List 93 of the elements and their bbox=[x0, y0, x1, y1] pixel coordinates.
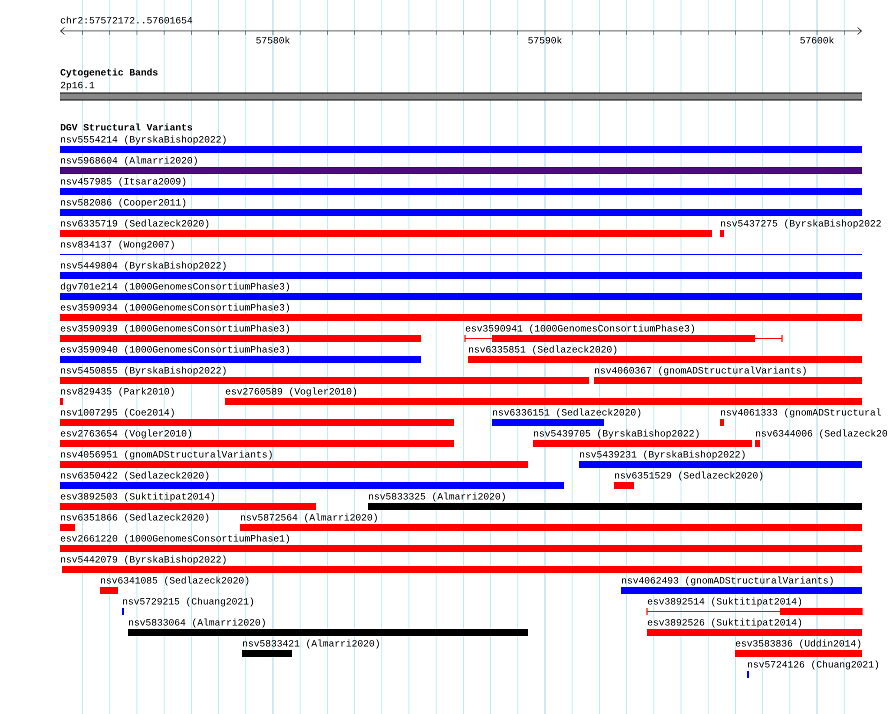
node-label: nsv5449804 (ByrskaBishop2022) bbox=[61, 262, 226, 270]
node-label: nsv6351529 (Sedlazeck2020) bbox=[615, 472, 762, 480]
variant-bar: nsv457985 (Itsara2009) bbox=[60, 178, 862, 195]
variant-bar: nsv5729215 (Chuang2021) bbox=[122, 598, 254, 615]
variant-bar: esv2763654 (Vogler2010) bbox=[60, 430, 454, 447]
variant-bar: nsv6341085 (Sedlazeck2020) bbox=[100, 576, 248, 594]
node-label: nsv1007295 (Coe2014) bbox=[61, 408, 174, 418]
node-label: nsv6351866 (Sedlazeck2020) bbox=[61, 514, 208, 522]
variant-bar: nsv829435 (Park2010) bbox=[60, 388, 174, 405]
node-label: nsv5729215 (Chuang2021) bbox=[123, 598, 254, 606]
node-label: nsv6336151 (Sedlazeck2020) bbox=[493, 408, 640, 418]
node-label: nsv5450855 (ByrskaBishop2022) bbox=[61, 366, 226, 376]
node-label: nsv5439231 (ByrskaBishop2022) bbox=[580, 450, 745, 460]
node-label: esv3583836 (Uddin2014) bbox=[736, 640, 860, 648]
variant-bar: dgv701e214 (1000GenomesConsortiumPhase3) bbox=[60, 282, 862, 300]
variant-bar: nsv4062493 (gnomADStructuralVariants) bbox=[621, 576, 862, 594]
node-label: esv3892503 (Suktitipat2014) bbox=[60, 492, 214, 502]
node-label: nsv5872564 (Almarri2020) bbox=[241, 514, 377, 522]
variant-bar: nsv6336151 (Sedlazeck2020) bbox=[492, 408, 640, 426]
variant-bar: esv3892526 (Suktitipat2014) bbox=[647, 618, 862, 636]
variant-bar: nsv5439231 (ByrskaBishop2022) bbox=[579, 450, 862, 468]
node-label: nsv457985 (Itsara2009) bbox=[61, 178, 186, 186]
node-label: esv2760589 (Vogler2010) bbox=[226, 388, 356, 396]
variant-bar: nsv5439705 (ByrskaBishop2022) bbox=[533, 430, 752, 447]
variant-bar: esv3590941 (1000GenomesConsortiumPhase3) bbox=[464, 324, 783, 342]
variant-bar: esv3590934 (1000GenomesConsortiumPhase3) bbox=[60, 304, 862, 321]
node-label: 2p16.1 bbox=[60, 82, 94, 90]
variant-bar: esv3892514 (Suktitipat2014) bbox=[646, 598, 863, 615]
node-label: nsv4062493 (gnomADStructuralVariants) bbox=[622, 576, 833, 586]
node-label: esv3590940 (1000GenomesConsortiumPhase3) bbox=[60, 346, 289, 354]
variant-bar: nsv6335719 (Sedlazeck2020) bbox=[60, 220, 712, 237]
variant-bar: nsv5554214 (ByrskaBishop2022) bbox=[60, 136, 862, 153]
variant-bar: nsv6351866 (Sedlazeck2020) bbox=[60, 514, 208, 531]
variant-bar: nsv5872564 (Almarri2020) bbox=[240, 514, 862, 531]
variant-bar: nsv5833325 (Almarri2020) bbox=[368, 492, 862, 510]
track-heading: Cytogenetic Bands bbox=[60, 68, 158, 78]
variant-bar: nsv6351529 (Sedlazeck2020) bbox=[614, 472, 762, 489]
variant-bar: nsv5724126 (Chuang2021) bbox=[747, 660, 878, 678]
variant-bar: esv3590940 (1000GenomesConsortiumPhase3) bbox=[60, 346, 421, 363]
track-heading: DGV Structural Variants bbox=[60, 123, 192, 131]
node-label: esv3892514 (Suktitipat2014) bbox=[648, 598, 802, 606]
node-label: esv3590939 (1000GenomesConsortiumPhase3) bbox=[60, 324, 289, 334]
node-label: nsv6335719 (Sedlazeck2020) bbox=[61, 220, 208, 228]
node-label: nsv5833325 (Almarri2020) bbox=[369, 492, 505, 502]
node-label: nsv829435 (Park2010) bbox=[61, 388, 174, 396]
node-label: esv2763654 (Vogler2010) bbox=[60, 430, 192, 438]
node-label: nsv4056951 (gnomADStructuralVariants) bbox=[61, 450, 272, 460]
variant-bar: esv3590939 (1000GenomesConsortiumPhase3) bbox=[60, 324, 421, 342]
tick-label: 57590k bbox=[528, 36, 562, 44]
variant-bar: nsv4061333 (gnomADStructural bbox=[720, 408, 881, 426]
node-label: nsv6341085 (Sedlazeck2020) bbox=[101, 576, 248, 586]
variant-bar: nsv5968604 (Almarri2020) bbox=[60, 156, 862, 174]
variant-bar: nsv6335851 (Sedlazeck2020) bbox=[468, 346, 862, 363]
variant-bar: esv3892503 (Suktitipat2014) bbox=[60, 492, 316, 510]
node-label: nsv5833421 (Almarri2020) bbox=[243, 640, 379, 648]
variant-bar: nsv5442079 (ByrskaBishop2022) bbox=[61, 556, 862, 573]
variant-bar: esv2760589 (Vogler2010) bbox=[225, 388, 862, 405]
tick-label: 57600k bbox=[800, 36, 834, 44]
variant-bar: nsv834137 (Wong2007) bbox=[60, 240, 863, 255]
variant-bar: nsv5450855 (ByrskaBishop2022) bbox=[60, 366, 589, 384]
variant-bar: nsv582086 (Cooper2011) bbox=[60, 198, 862, 216]
node-label: nsv6344006 (Sedlazeck20 bbox=[756, 430, 888, 438]
variant-bar: nsv4056951 (gnomADStructuralVariants) bbox=[60, 450, 528, 468]
node-label: nsv6350422 (Sedlazeck2020) bbox=[61, 472, 208, 480]
node-label: nsv5439705 (ByrskaBishop2022) bbox=[534, 430, 699, 438]
tick-label: 57580k bbox=[256, 36, 290, 44]
variant-bar: nsv5449804 (ByrskaBishop2022) bbox=[60, 262, 862, 279]
band-bar: 2p16.1 bbox=[60, 82, 863, 100]
node-label: nsv5724126 (Chuang2021) bbox=[748, 660, 878, 670]
coordinate-label: chr2:57572172..57601654 bbox=[60, 16, 192, 24]
variant-bar: nsv4060367 (gnomADStructuralVariants) bbox=[594, 366, 862, 384]
variant-bar: nsv5833064 (Almarri2020) bbox=[128, 618, 528, 636]
node-label: nsv5554214 (ByrskaBishop2022) bbox=[61, 136, 226, 144]
node-label: esv3892526 (Suktitipat2014) bbox=[648, 618, 802, 628]
node-label: nsv5833064 (Almarri2020) bbox=[129, 618, 265, 628]
node-label: nsv6335851 (Sedlazeck2020) bbox=[469, 346, 616, 354]
variant-bar: nsv5833421 (Almarri2020) bbox=[242, 640, 379, 657]
node-label: nsv4061333 (gnomADStructural bbox=[721, 408, 881, 418]
variant-bar: nsv1007295 (Coe2014) bbox=[60, 408, 454, 426]
variant-bar: nsv5437275 (ByrskaBishop2022 bbox=[720, 220, 881, 237]
variant-bar: esv2661220 (1000GenomesConsortiumPhase1) bbox=[60, 534, 862, 552]
node-label: nsv5437275 (ByrskaBishop2022 bbox=[721, 220, 881, 228]
node-label: esv2661220 (1000GenomesConsortiumPhase1) bbox=[60, 534, 289, 544]
node-label: dgv701e214 (1000GenomesConsortiumPhase3) bbox=[60, 282, 289, 292]
variant-bar: nsv6344006 (Sedlazeck20 bbox=[755, 430, 888, 447]
node-label: esv3590934 (1000GenomesConsortiumPhase3) bbox=[60, 304, 289, 312]
variant-bar: esv3583836 (Uddin2014) bbox=[735, 640, 862, 657]
variant-bar: nsv6350422 (Sedlazeck2020) bbox=[60, 472, 564, 489]
node-label: nsv5442079 (ByrskaBishop2022) bbox=[61, 556, 226, 564]
node-label: nsv582086 (Cooper2011) bbox=[61, 198, 186, 208]
node-label: nsv5968604 (Almarri2020) bbox=[61, 156, 197, 166]
node-label: nsv4060367 (gnomADStructuralVariants) bbox=[595, 366, 806, 376]
node-label: esv3590941 (1000GenomesConsortiumPhase3) bbox=[466, 324, 694, 334]
